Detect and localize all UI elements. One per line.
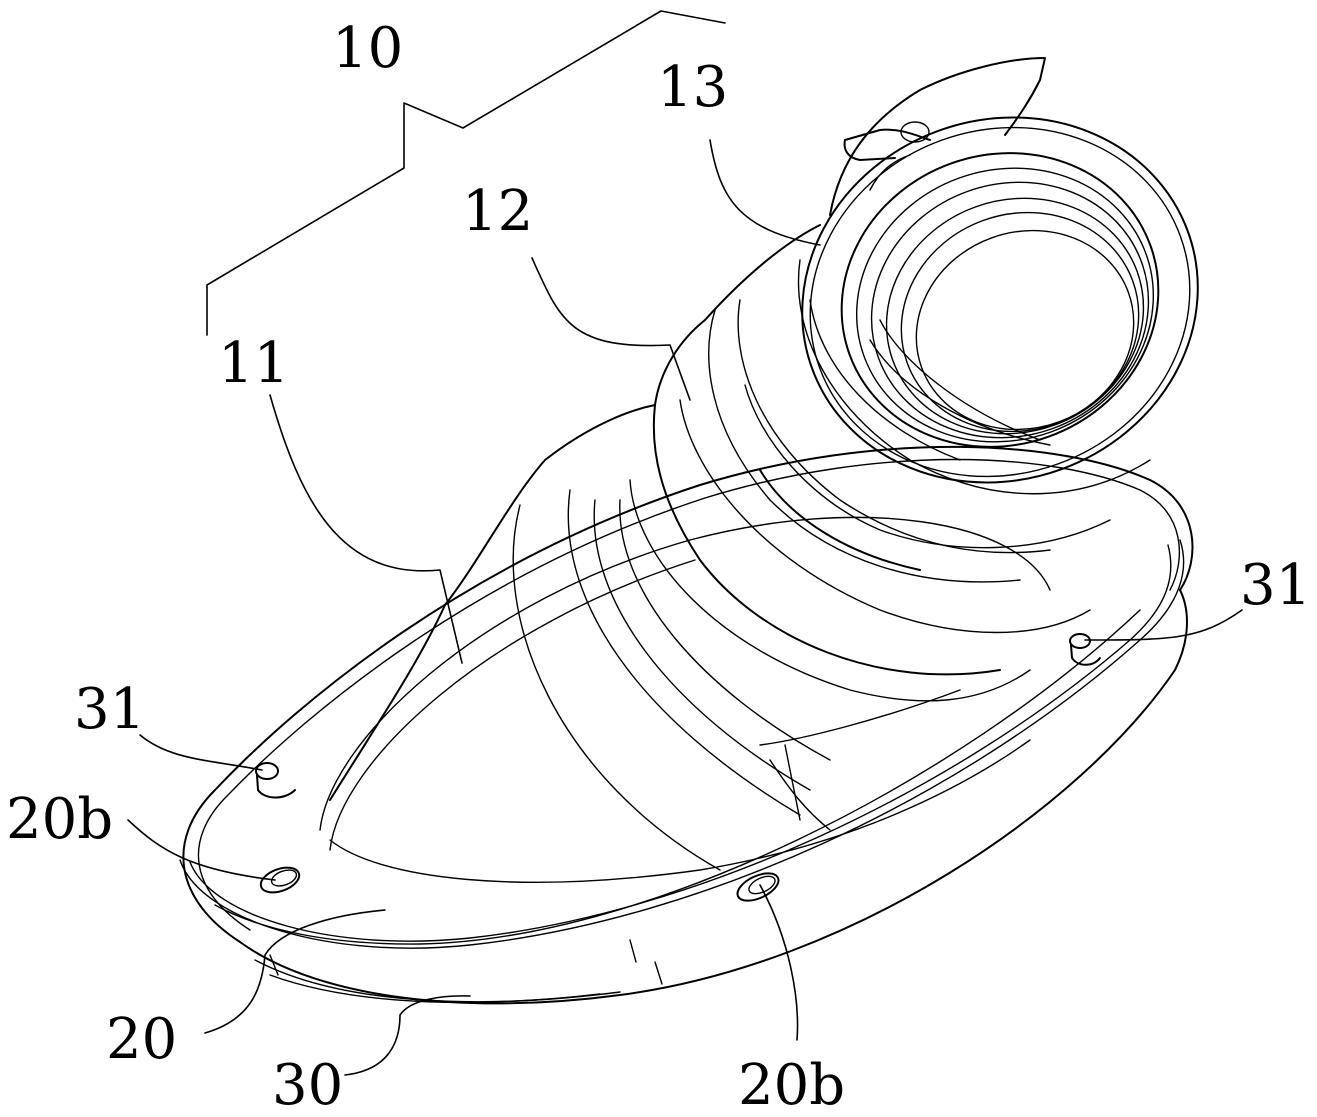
label-13: 13 bbox=[657, 55, 728, 120]
leader-13 bbox=[709, 139, 821, 246]
leader-12 bbox=[531, 257, 691, 401]
leader-30 bbox=[344, 995, 471, 1076]
reference-labels: 10 13 12 11 31 31 20b 20 30 20b bbox=[6, 16, 1311, 1117]
label-20: 20 bbox=[106, 1007, 177, 1072]
label-10: 10 bbox=[332, 16, 403, 81]
collar-13 bbox=[797, 57, 1199, 495]
label-12: 12 bbox=[462, 179, 533, 244]
leader-31-left bbox=[139, 734, 263, 771]
leader-31-right bbox=[1084, 609, 1243, 641]
leader-lines bbox=[127, 139, 1243, 1076]
label-20b-bottom: 20b bbox=[738, 1053, 845, 1117]
label-11: 11 bbox=[218, 331, 289, 396]
bracket-10 bbox=[206, 10, 726, 336]
base-plate bbox=[179, 445, 1194, 1005]
body-11 bbox=[329, 404, 961, 871]
label-20b-left: 20b bbox=[6, 787, 113, 852]
neck-12 bbox=[629, 224, 1111, 702]
leader-20-center bbox=[204, 909, 386, 1034]
leader-20b-left bbox=[127, 819, 276, 881]
leader-20b-bottom bbox=[759, 884, 799, 1041]
label-31-right: 31 bbox=[1240, 553, 1311, 618]
leader-11 bbox=[269, 394, 463, 664]
label-31-left: 31 bbox=[74, 677, 145, 742]
label-30: 30 bbox=[272, 1053, 343, 1117]
